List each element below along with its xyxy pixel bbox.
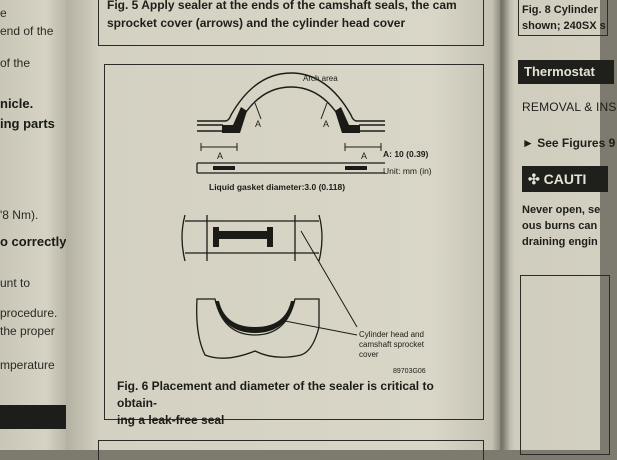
left-text-line: end of the bbox=[0, 24, 54, 38]
fig5-caption-line-1: Fig. 5 Apply sealer at the ends of the c… bbox=[107, 0, 457, 12]
left-text-line: nicle. bbox=[0, 96, 34, 111]
see-figures-text: See Figures 9 bbox=[537, 136, 616, 150]
caution-icon: ✣ bbox=[528, 171, 544, 187]
dim-value: A: 10 (0.39) bbox=[383, 149, 429, 159]
fig8-caption-box bbox=[518, 0, 608, 36]
strip-bead-right bbox=[345, 166, 367, 170]
joint-bead bbox=[213, 231, 273, 239]
caution-text: CAUTI bbox=[543, 171, 587, 187]
fig5-caption-box: Fig. 5 Apply sealer at the ends of the c… bbox=[98, 0, 484, 46]
see-figures-line: ► See Figures 9 bbox=[522, 136, 615, 150]
left-text-line: procedure. bbox=[0, 306, 58, 320]
figure-6-box: A A A A Arch area A: 10 (0.39) Unit: mm … bbox=[104, 64, 484, 427]
left-text-line: of the bbox=[0, 56, 31, 70]
fig6-caption: Fig. 6 Placement and diameter of the sea… bbox=[117, 378, 477, 429]
left-text-line: mperature bbox=[0, 358, 55, 372]
dim-a-arch-left: A bbox=[255, 119, 261, 129]
sealer-diagram: A A A A Arch area A: 10 (0.39) Unit: mm … bbox=[181, 72, 432, 375]
arch-area-label: Arch area bbox=[303, 74, 338, 83]
arch-outline bbox=[197, 72, 385, 122]
warning-line-2: ous burns can bbox=[522, 220, 598, 232]
figure-code: 89703G06 bbox=[393, 368, 426, 375]
center-page bbox=[66, 0, 500, 450]
left-text-line: the proper bbox=[0, 324, 55, 338]
left-text-line: e bbox=[0, 6, 7, 20]
lower-part-outline bbox=[196, 298, 320, 359]
unit-label: Unit: mm (in) bbox=[383, 166, 432, 176]
left-text-line: ing parts bbox=[0, 116, 55, 131]
next-figure-box bbox=[98, 440, 484, 460]
left-text-line: '8 Nm). bbox=[0, 208, 39, 222]
bullet-icon: ► bbox=[522, 136, 538, 150]
warning-line-3: draining engin bbox=[522, 236, 598, 248]
callout-line-3: cover bbox=[359, 350, 379, 359]
left-black-bar bbox=[0, 405, 66, 429]
sealer-bead-right bbox=[335, 107, 360, 133]
callout-line-1: Cylinder head and bbox=[359, 330, 424, 339]
fig8-caption-line-2: shown; 240SX s bbox=[522, 20, 606, 32]
removal-heading: REMOVAL & INS bbox=[522, 100, 617, 114]
fig5-caption: Fig. 5 Apply sealer at the ends of the c… bbox=[107, 0, 479, 32]
fig8-caption-line-1: Fig. 8 Cylinder bbox=[522, 4, 598, 16]
sealer-bead-left bbox=[222, 107, 247, 133]
semicircle-bead bbox=[215, 301, 295, 333]
thermostat-heading: Thermostat bbox=[518, 60, 614, 84]
fig5-caption-line-2: sprocket cover (arrows) and the cylinder… bbox=[107, 16, 406, 30]
warning-line-1: Never open, se bbox=[522, 204, 601, 216]
dim-a-right: A bbox=[361, 151, 367, 161]
diameter-label: Liquid gasket diameter:3.0 (0.118) bbox=[209, 182, 345, 192]
caution-banner: ✣ CAUTI bbox=[522, 166, 608, 192]
left-text-line: unt to bbox=[0, 276, 31, 290]
fig6-caption-line-2: ing a leak-free seal bbox=[117, 413, 225, 427]
gutter-shadow bbox=[492, 0, 510, 450]
dim-a-arch-right: A bbox=[323, 119, 329, 129]
strip-bead-left bbox=[213, 166, 235, 170]
left-text-line: o correctly bbox=[0, 234, 67, 249]
fig6-caption-line-1: Fig. 6 Placement and diameter of the sea… bbox=[117, 379, 434, 410]
callout-line-2: camshaft sprocket bbox=[359, 340, 425, 349]
right-figure-box bbox=[520, 275, 610, 455]
left-page: e end of the of the nicle. ing parts '8 Nm). o… bbox=[0, 0, 66, 450]
arch-inner-outline bbox=[197, 86, 385, 132]
dim-a-left: A bbox=[217, 151, 223, 161]
